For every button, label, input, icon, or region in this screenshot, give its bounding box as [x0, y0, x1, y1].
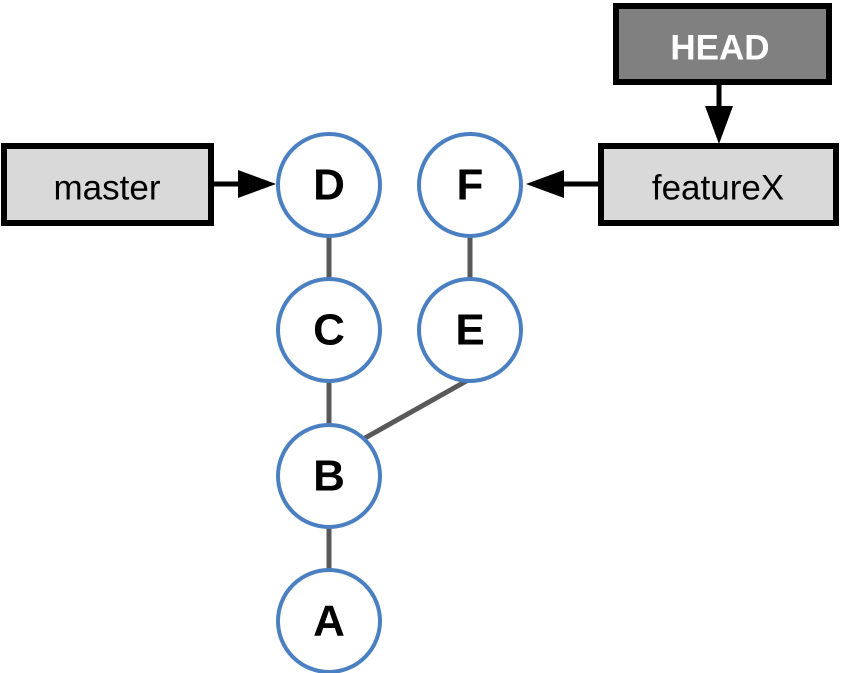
commit-d: D: [276, 132, 382, 238]
commit-c-label: C: [313, 306, 345, 355]
commit-f-label: F: [457, 161, 484, 210]
commit-b: B: [276, 423, 382, 529]
arrow-down-icon: [705, 106, 733, 144]
head-ref: HEAD: [613, 3, 832, 85]
head-ref-label: HEAD: [670, 29, 769, 68]
master-ref: master: [1, 143, 214, 226]
master-arrow: [211, 170, 276, 198]
commit-c: C: [276, 277, 382, 383]
commit-a-label: A: [313, 597, 345, 646]
commit-a: A: [276, 568, 382, 673]
edge-b-e: [363, 376, 472, 441]
commit-e: E: [417, 277, 523, 383]
head-arrow: [705, 82, 733, 144]
commit-b-label: B: [313, 452, 345, 501]
featurex-ref-label: featureX: [652, 169, 784, 208]
featurex-arrow: [526, 170, 601, 198]
commit-e-label: E: [455, 306, 484, 355]
commit-d-label: D: [313, 161, 345, 210]
commit-f: F: [417, 132, 523, 238]
featurex-ref: featureX: [598, 143, 839, 226]
master-ref-label: master: [54, 169, 161, 208]
arrow-left-icon: [526, 170, 564, 198]
arrow-right-icon: [238, 170, 276, 198]
